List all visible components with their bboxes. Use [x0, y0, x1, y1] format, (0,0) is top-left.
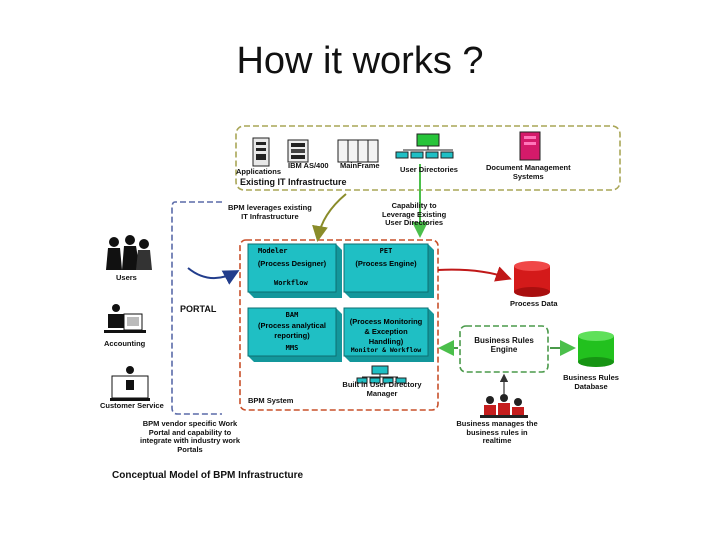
applications-icon [252, 137, 270, 167]
user-directories-icon [395, 133, 454, 159]
capability-line3: User Directories [385, 218, 444, 228]
bam-footer: MMS [285, 344, 299, 352]
rules-engine-line1: Business Rules [474, 336, 534, 345]
bpm-diagram: Applications IBM AS/400 MainFrame User D… [100, 118, 625, 490]
customer-service-icon [110, 366, 150, 401]
rules-database-line1: Business Rules [563, 373, 619, 382]
portal-group [171, 201, 222, 415]
vendor-portal-annotation: BPM vendor specific Work Portal and capa… [140, 419, 241, 455]
monitor-footer: Monitor & Workflow [350, 346, 422, 354]
portal-label: PORTAL [180, 304, 217, 314]
built-in-directory-icon [356, 365, 407, 384]
mainframe-label: MainFrame [340, 161, 380, 170]
customer-service-label: Customer Service [100, 401, 164, 410]
document-management-line1: Document Management [486, 163, 571, 172]
business-manages-label: Business manages the business rules in r… [450, 419, 544, 446]
bam-title: BAM [285, 311, 299, 319]
it-infrastructure-group [235, 125, 621, 191]
slide-title: How it works ? [236, 40, 484, 82]
bam-line2: reporting) [274, 331, 310, 340]
it-infrastructure-heading: Existing IT Infrastructure [240, 177, 347, 187]
modeler-title: Modeler [258, 247, 288, 255]
business-manages-line2: business rules in [466, 427, 528, 437]
bpm-system-label: BPM System [248, 396, 294, 405]
rules-database-icon [578, 331, 614, 367]
document-management-line2: Systems [512, 171, 544, 181]
rules-database-label: Business Rules Database [556, 373, 626, 391]
bpm-to-process-data-arrow [437, 266, 512, 282]
vendor-line3: integrate with industry work [140, 436, 241, 446]
business-people-icon [480, 394, 528, 418]
monitor-line2: & Exception [364, 327, 408, 336]
bam-line1: (Process analytical [258, 321, 326, 330]
business-manages-line1: Business manages the [456, 419, 538, 428]
capability-line1: Capability to [391, 201, 437, 210]
diagram-graphics [100, 118, 625, 490]
monitor-box [343, 307, 434, 362]
pet-subtitle: (Process Engine) [355, 259, 417, 268]
vendor-line4: Portals [177, 444, 203, 454]
modeler-footer: Workflow [274, 279, 308, 287]
rules-engine-group [459, 325, 549, 373]
document-management-label: Document Management Systems [486, 163, 571, 181]
ibm-as400-label: IBM AS/400 [288, 161, 329, 170]
leverages-annotation: BPM leverages existing IT Infrastructure [228, 203, 312, 221]
users-label: Users [116, 273, 137, 282]
capability-line2: Leverage Existing [382, 209, 447, 219]
modeler-box [247, 243, 342, 298]
process-data-label: Process Data [510, 299, 558, 308]
applications-label: Applications [236, 167, 282, 176]
mainframe-icon [337, 139, 379, 163]
bpm-system-group [239, 239, 439, 411]
conceptual-model-caption: Conceptual Model of BPM Infrastructure [112, 470, 304, 481]
rules-engine-line2: Engine [490, 345, 518, 355]
accounting-icon [104, 304, 146, 333]
monitor-line1: (Process Monitoring [349, 317, 423, 326]
rules-database-line2: Database [574, 381, 608, 391]
document-management-icon [519, 131, 541, 161]
accounting-label: Accounting [104, 339, 146, 348]
rules-engine-label: Business Rules Engine [462, 336, 546, 354]
leverages-line2: IT Infrastructure [241, 211, 299, 221]
portal-to-bpm-arrow [187, 267, 240, 285]
infra-to-bpm-arrow [312, 193, 347, 242]
built-in-directory-label: Built in User Directory Manager [342, 380, 422, 398]
business-manages-line3: realtime [482, 436, 512, 446]
ibm-as400-icon [287, 139, 309, 163]
built-in-directory-line2: Manager [366, 388, 398, 398]
modeler-subtitle: (Process Designer) [257, 259, 327, 268]
bam-box [247, 307, 342, 362]
process-data-database-icon [514, 261, 550, 297]
user-directories-label: User Directories [400, 165, 458, 174]
pet-box [343, 243, 434, 298]
pet-title: PET [379, 247, 393, 255]
capability-annotation: Capability to Leverage Existing User Dir… [382, 201, 447, 228]
leverages-line1: BPM leverages existing [228, 203, 312, 212]
users-icon [106, 235, 152, 270]
monitor-line3: Handling) [368, 337, 404, 346]
vendor-line2: Portal and capability to [148, 427, 232, 437]
vendor-line1: BPM vendor specific Work [142, 419, 238, 428]
built-in-directory-line1: Built in User Directory [342, 380, 422, 389]
